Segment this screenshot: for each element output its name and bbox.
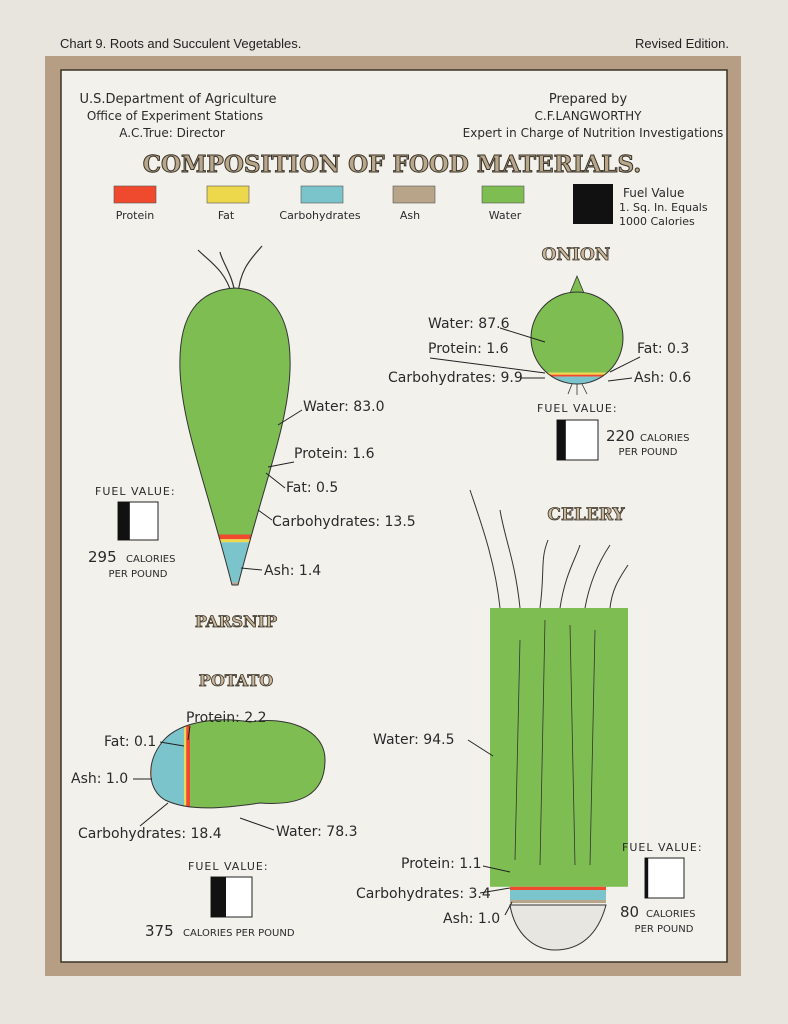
edition-label: Revised Edition. [635, 36, 729, 51]
celery-fuel-fill [645, 858, 649, 898]
celery-carbohydrates-band [510, 890, 606, 901]
credit-right-3: Expert in Charge of Nutrition Investigat… [463, 126, 724, 140]
onion-water-label: Water: 87.6 [428, 316, 510, 332]
celery-protein-band [510, 886, 606, 891]
legend-swatch-fuel [573, 184, 613, 224]
potato-name: POTATO [199, 671, 273, 690]
main-title: COMPOSITION OF FOOD MATERIALS. [143, 151, 642, 178]
parsnip-fuel-value: 295 [88, 548, 117, 566]
potato-fat-label: Fat: 0.1 [104, 734, 156, 750]
legend-label-fat: Fat [218, 209, 235, 222]
onion-per-pound: per pound [619, 447, 678, 458]
legend-fuel-line-3: 1000 Calories [619, 215, 695, 228]
parsnip-water-label: Water: 83.0 [303, 399, 384, 415]
parsnip-protein-band [179, 534, 291, 540]
legend: Protein Fat Carbohydrates Ash Water Fuel… [113, 184, 708, 228]
potato-water-band [190, 719, 325, 808]
potato-calories-per-pound: calories per pound [183, 928, 295, 939]
legend-swatch-water [481, 185, 525, 204]
celery-ash-band [510, 900, 606, 904]
potato-carbohydrates-label: Carbohydrates: 18.4 [78, 826, 222, 842]
celery-calories-word: calories [646, 909, 695, 920]
parsnip-calories-word: calories [126, 554, 175, 565]
parsnip-carbohydrates-label: Carbohydrates: 13.5 [272, 514, 416, 530]
parsnip-protein-label: Protein: 1.6 [294, 446, 375, 462]
onion-calories-word: calories [640, 433, 689, 444]
legend-fuel-line-1: Fuel Value [623, 186, 684, 200]
credit-left-3: A.C.True: Director [119, 126, 225, 140]
parsnip-ash-band [179, 582, 291, 585]
celery-protein-label: Protein: 1.1 [401, 856, 482, 872]
potato-fuel-value: 375 [145, 922, 174, 940]
potato-protein-label: Protein: 2.2 [186, 710, 267, 726]
onion-name: ONION [542, 245, 611, 265]
legend-swatch-carbohydrates [300, 185, 344, 204]
legend-label-water: Water [489, 209, 522, 222]
potato-protein-band [186, 719, 191, 808]
onion-protein-label: Protein: 1.6 [428, 341, 509, 357]
legend-swatch-ash [392, 185, 436, 204]
onion-fat-band [531, 372, 623, 375]
legend-swatch-fat [206, 185, 250, 204]
celery-water-band [490, 608, 628, 887]
celery-leaves-icon [469, 489, 629, 609]
onion-fuel-fill [557, 420, 566, 460]
legend-label-carbohydrates: Carbohydrates [279, 209, 360, 222]
celery-figure [469, 489, 629, 951]
celery-ash-label: Ash: 1.0 [443, 911, 500, 927]
celery-fuel-label: Fuel value: [622, 841, 703, 854]
parsnip-ash-label: Ash: 1.4 [264, 563, 321, 579]
parsnip-fuel-label: Fuel value: [95, 485, 176, 498]
parsnip-per-pound: per pound [109, 569, 168, 580]
credit-right-1: Prepared by [549, 92, 628, 107]
onion-protein-band [531, 374, 623, 377]
potato-fuel-fill [211, 877, 226, 917]
potato-ash-label: Ash: 1.0 [71, 771, 128, 787]
chart-number: Chart 9. Roots and Succulent Vegetables. [60, 36, 301, 51]
credit-left-2: Office of Experiment Stations [87, 109, 263, 123]
onion-carbohydrates-label: Carbohydrates: 9.9 [388, 370, 523, 386]
credit-right-2: C.F.LANGWORTHY [535, 109, 643, 123]
parsnip-fat-label: Fat: 0.5 [286, 480, 338, 496]
celery-carbohydrates-label: Carbohydrates: 3.4 [356, 886, 491, 902]
potato-fuel-label: Fuel value: [188, 860, 269, 873]
onion-water-band [531, 292, 623, 373]
onion-fat-label: Fat: 0.3 [637, 341, 689, 357]
celery-fuel-value: 80 [620, 903, 639, 921]
parsnip-name: PARSNIP [195, 612, 277, 631]
onion-fuel-label: Fuel value: [537, 402, 618, 415]
onion-roots-icon [567, 383, 588, 395]
celery-name: CELERY [547, 505, 625, 525]
parsnip-fuel-fill [118, 502, 130, 540]
legend-label-ash: Ash [400, 209, 420, 222]
legend-swatch-protein [113, 185, 157, 204]
celery-water-label: Water: 94.5 [373, 732, 454, 748]
legend-fuel-line-2: 1. Sq. In. Equals [619, 201, 708, 214]
celery-fuel-box [644, 857, 685, 899]
potato-water-label: Water: 78.3 [276, 824, 357, 840]
parsnip-fat-band [179, 539, 291, 543]
legend-label-protein: Protein [116, 209, 155, 222]
credit-left-1: U.S.Department of Agriculture [80, 92, 277, 107]
onion-carbohydrates-band [531, 376, 623, 384]
onion-ash-label: Ash: 0.6 [634, 370, 691, 386]
potato-fat-band [184, 719, 187, 808]
onion-fuel-value: 220 [606, 427, 635, 445]
celery-per-pound: per pound [635, 924, 694, 935]
celery-root-icon [509, 904, 607, 951]
